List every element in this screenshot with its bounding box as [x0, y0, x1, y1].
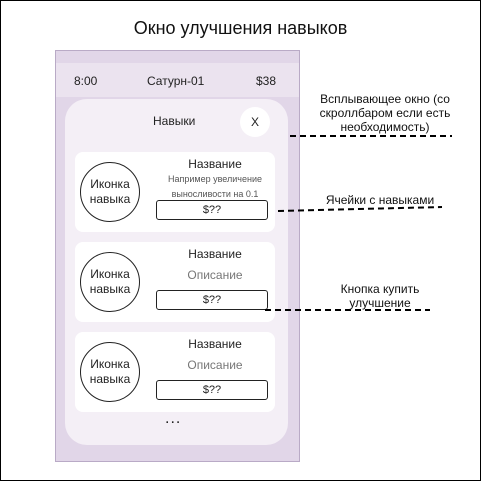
skill-card: Иконка навыка Название Описание $?? [75, 242, 275, 322]
status-location: Сатурн-01 [147, 74, 205, 88]
skill-card: Иконка навыка Название Описание $?? [75, 332, 275, 412]
skill-description: Например увеличение выносливости на 0.1 [168, 174, 262, 199]
status-time: 8:00 [74, 74, 98, 88]
skill-description: Описание [187, 268, 243, 282]
close-button[interactable]: X [240, 107, 270, 137]
skill-name: Название [188, 247, 242, 261]
skill-name: Название [188, 157, 242, 171]
status-bar: 8:00 Сатурн-01 $38 [56, 63, 299, 97]
status-money: $38 [256, 74, 277, 88]
buy-button-annotation: Кнопка купить улучшение [340, 282, 420, 310]
buy-upgrade-button[interactable]: $?? [156, 200, 268, 220]
popup-title: Навыки [153, 114, 196, 128]
cells-annotation: Ячейки с навыками [325, 193, 435, 207]
skill-name: Название [188, 337, 242, 351]
diagram-title: Окно улучшения навыков [133, 18, 348, 38]
skill-card: Иконка навыка Название Например увеличен… [75, 152, 275, 232]
buy-upgrade-button[interactable]: $?? [156, 380, 268, 400]
cells-pointer-line [277, 206, 443, 212]
buy-upgrade-button[interactable]: $?? [156, 290, 268, 310]
more-indicator: ... [165, 410, 182, 427]
skill-icon: Иконка навыка [80, 342, 140, 402]
skills-popup: Навыки X Иконка навыка Название Например… [65, 99, 288, 445]
skill-icon: Иконка навыка [80, 162, 140, 222]
popup-annotation: Всплывающее окно (со скроллбаром если ес… [319, 92, 451, 134]
skill-description: Описание [187, 358, 243, 372]
skill-icon: Иконка навыка [80, 252, 140, 312]
phone-screen: 8:00 Сатурн-01 $38 Навыки X Иконка навык… [55, 50, 300, 462]
